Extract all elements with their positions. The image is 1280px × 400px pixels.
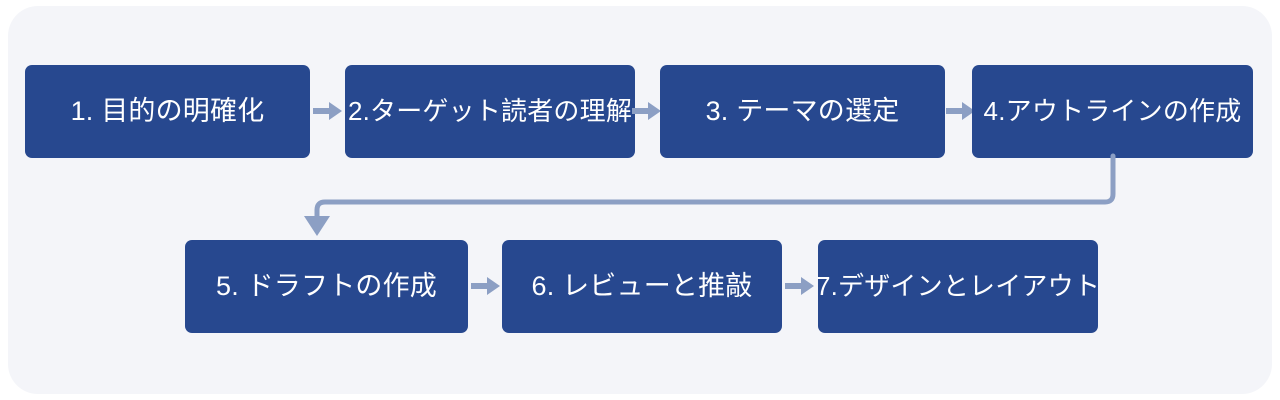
connector-arrow-right-icon [783,273,817,299]
flow-node-step-1[interactable]: 1. 目的の明確化 [25,65,310,158]
connector-arrow-right-icon [311,98,345,124]
connector-arrow-wrap-down-left-icon [290,150,1140,240]
connector-arrow-right-icon [944,98,978,124]
flow-node-step-3[interactable]: 3. テーマの選定 [660,65,945,158]
flow-node-label: 5. ドラフトの作成 [215,270,438,301]
connector-arrow-right-icon [630,98,664,124]
flow-node-label: 6. レビューと推敲 [531,270,753,301]
flow-node-step-6[interactable]: 6. レビューと推敲 [502,240,782,333]
flow-node-label: 3. テーマの選定 [705,95,900,126]
flow-node-step-7[interactable]: 7.デザインとレイアウト [815,240,1101,333]
flow-node-step-4[interactable]: 4.アウトラインの作成 [972,65,1253,158]
flow-node-label: 2.ターゲット読者の理解 [347,96,633,127]
flow-node-label: 4.アウトラインの作成 [983,96,1242,127]
flow-node-step-5[interactable]: 5. ドラフトの作成 [185,240,468,333]
flow-node-step-2[interactable]: 2.ターゲット読者の理解 [345,65,635,158]
connector-arrow-right-icon [469,273,503,299]
flow-node-label: 1. 目的の明確化 [70,95,265,126]
flow-node-label: 7.デザインとレイアウト [815,271,1101,302]
